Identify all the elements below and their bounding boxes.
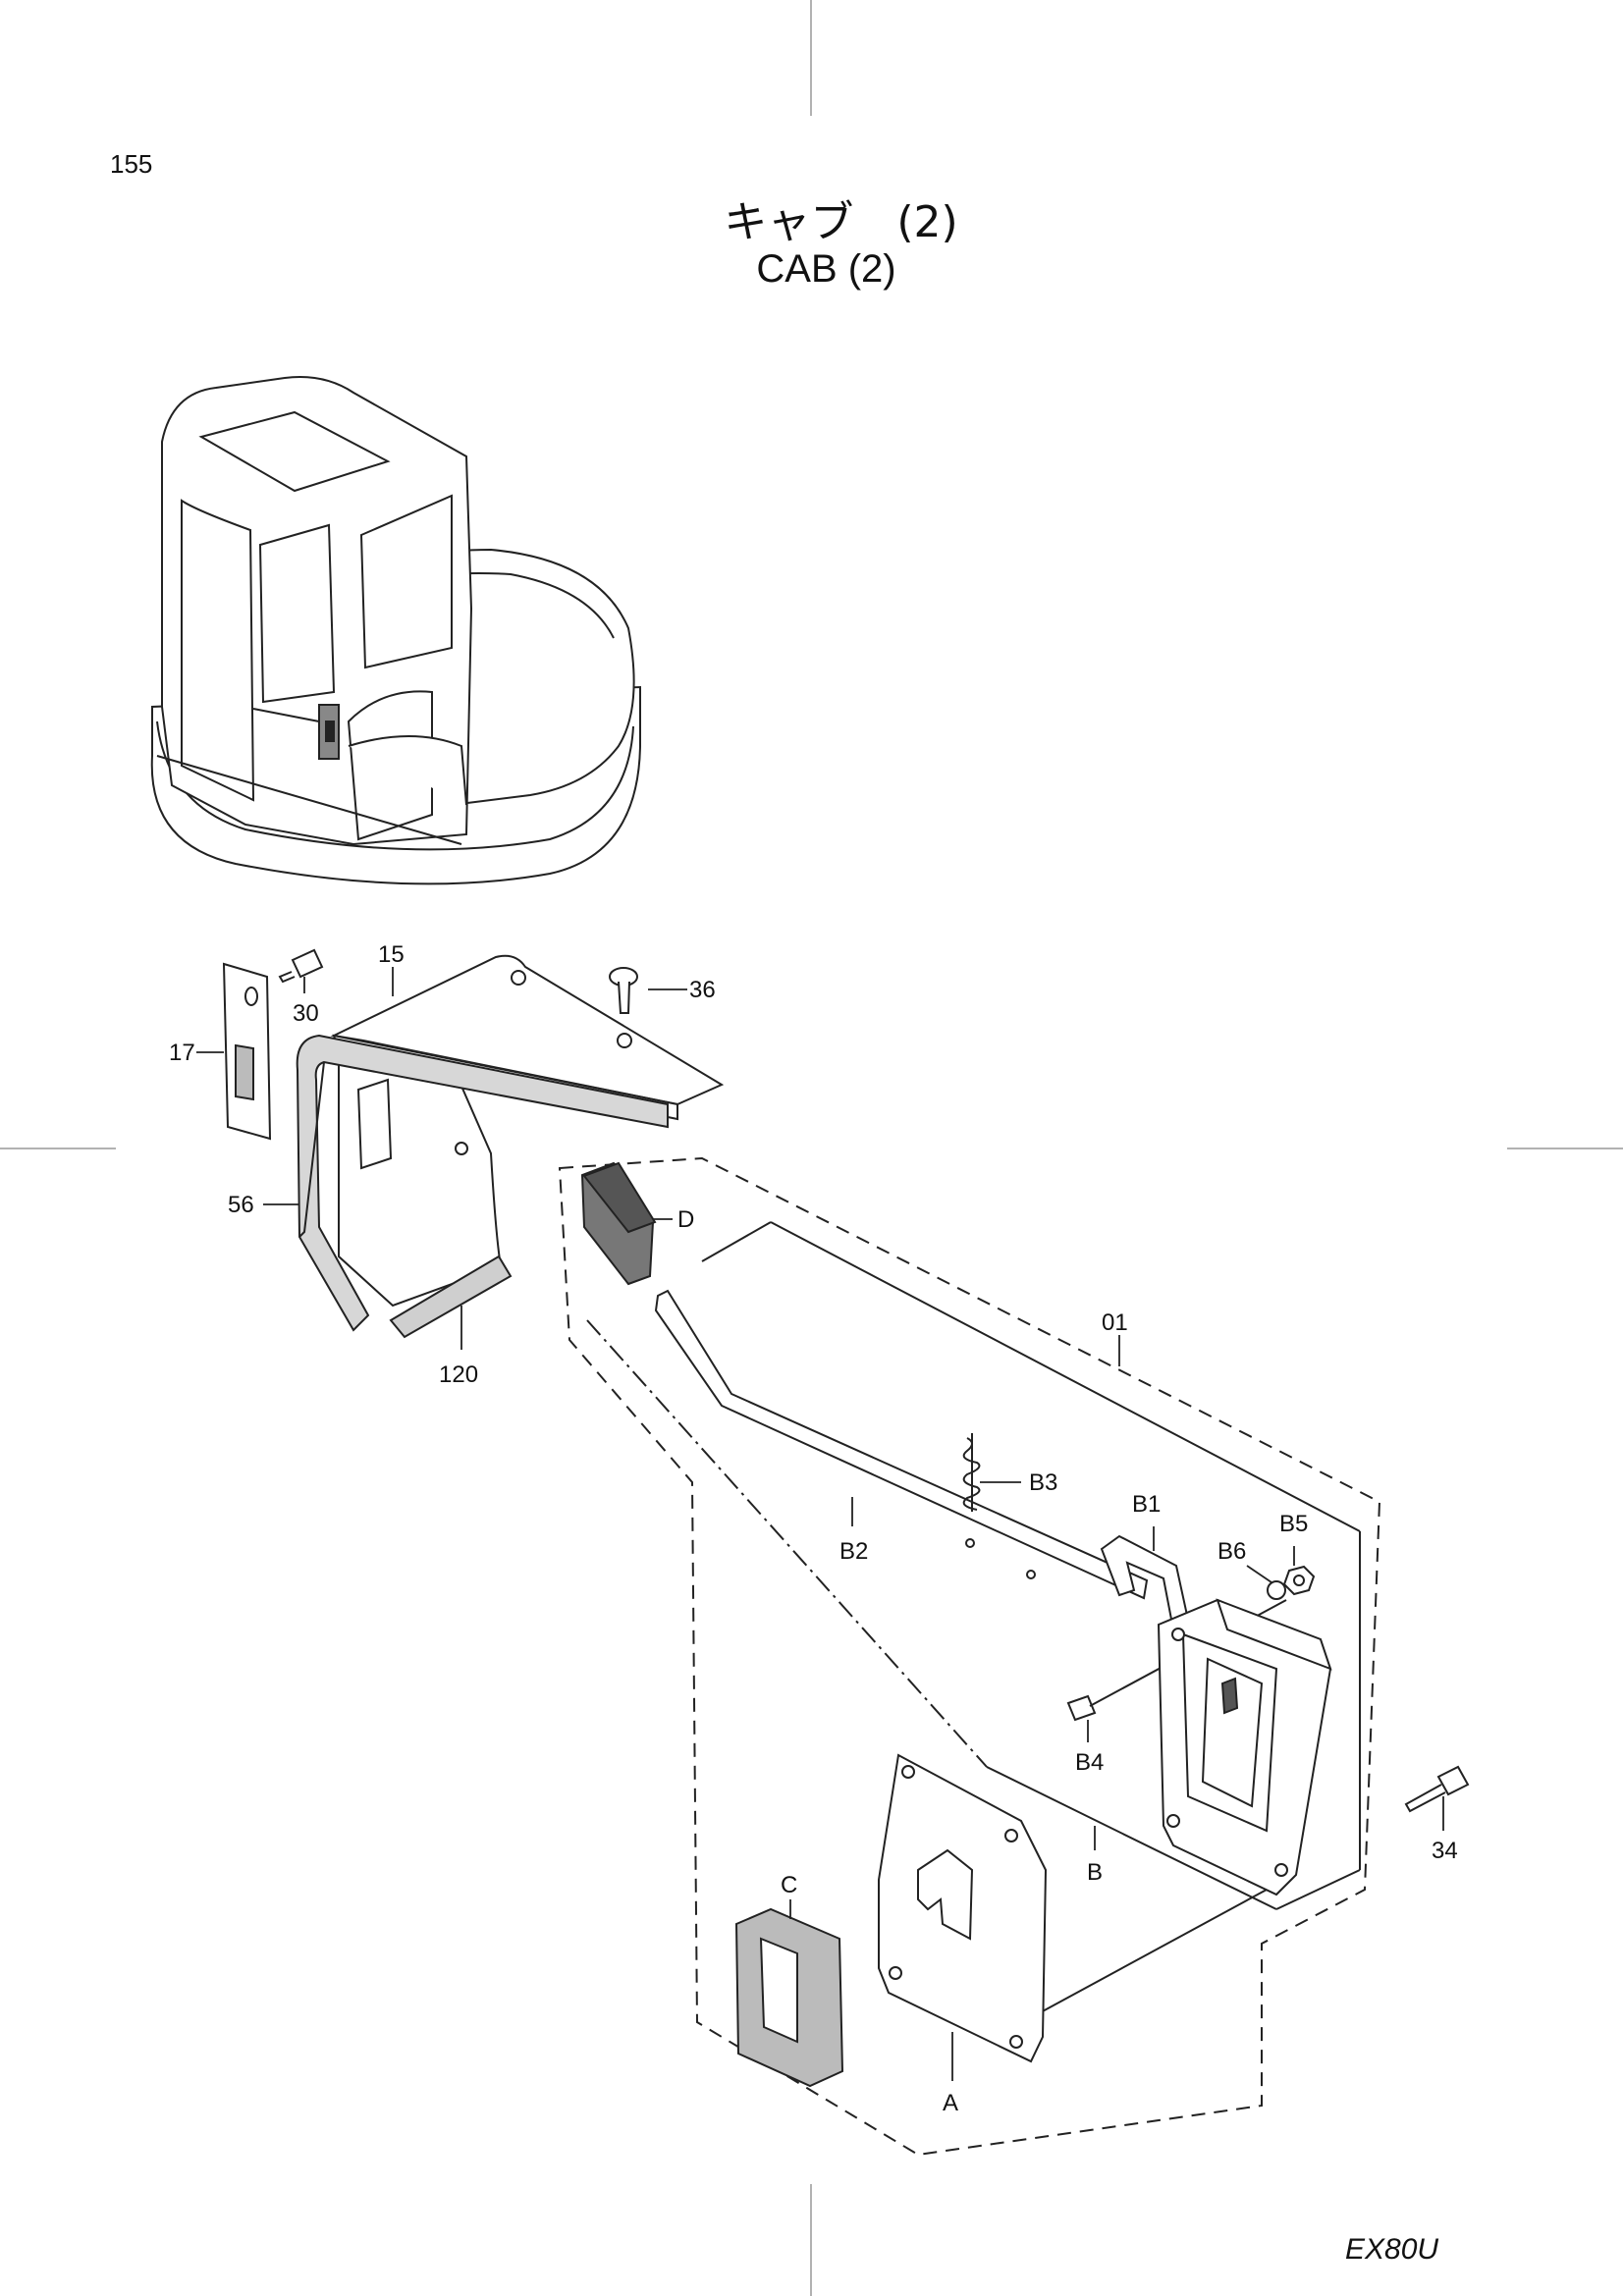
page-title-japanese: キャブ (2) [724, 197, 958, 247]
callout-01: 01 [1102, 1309, 1128, 1336]
page-number: 155 [110, 149, 153, 179]
bolt-34 [1404, 1765, 1470, 1813]
callout-56: 56 [228, 1192, 254, 1218]
housing-B [1157, 1598, 1332, 1896]
callout-17: 17 [169, 1040, 195, 1066]
plate-17 [222, 962, 272, 1141]
callout-D: D [677, 1206, 694, 1233]
foam-block-D [580, 1161, 657, 1286]
excavator-overview [150, 376, 641, 885]
callout-B5: B5 [1279, 1511, 1308, 1537]
spring-B3 [962, 1433, 981, 1512]
callout-B2: B2 [839, 1538, 868, 1565]
cover-A [878, 1753, 1048, 2063]
callout-B6: B6 [1217, 1538, 1246, 1565]
rod-B2 [654, 1289, 1149, 1600]
bracket-B1 [1100, 1534, 1190, 1631]
nut-B5 [1282, 1565, 1316, 1596]
callout-A: A [943, 2090, 958, 2116]
bolt-36 [609, 967, 638, 1014]
bolt-30 [278, 948, 324, 984]
callout-B3: B3 [1029, 1469, 1057, 1496]
assembly-lines [586, 1221, 1361, 2013]
page-title-english: CAB (2) [756, 247, 896, 291]
seal-56 [296, 1034, 669, 1332]
model-code: EX80U [1345, 2233, 1439, 2266]
callout-C: C [781, 1872, 797, 1898]
bracket-15 [330, 954, 725, 1308]
strip-120 [389, 1255, 513, 1339]
callout-34: 34 [1432, 1838, 1458, 1864]
callout-15: 15 [378, 941, 405, 968]
callout-B4: B4 [1075, 1749, 1104, 1776]
callout-36: 36 [689, 977, 716, 1003]
leader-lines [196, 967, 1444, 2081]
assembly-boundary-01 [558, 1156, 1381, 2157]
gasket-C [734, 1907, 844, 2088]
callout-120: 120 [439, 1362, 478, 1388]
callout-30: 30 [293, 1000, 319, 1027]
rod-B2-holes [965, 1538, 1036, 1579]
snap-ring-B6 [1267, 1580, 1286, 1600]
callout-B1: B1 [1132, 1491, 1161, 1518]
callout-B: B [1087, 1859, 1103, 1886]
